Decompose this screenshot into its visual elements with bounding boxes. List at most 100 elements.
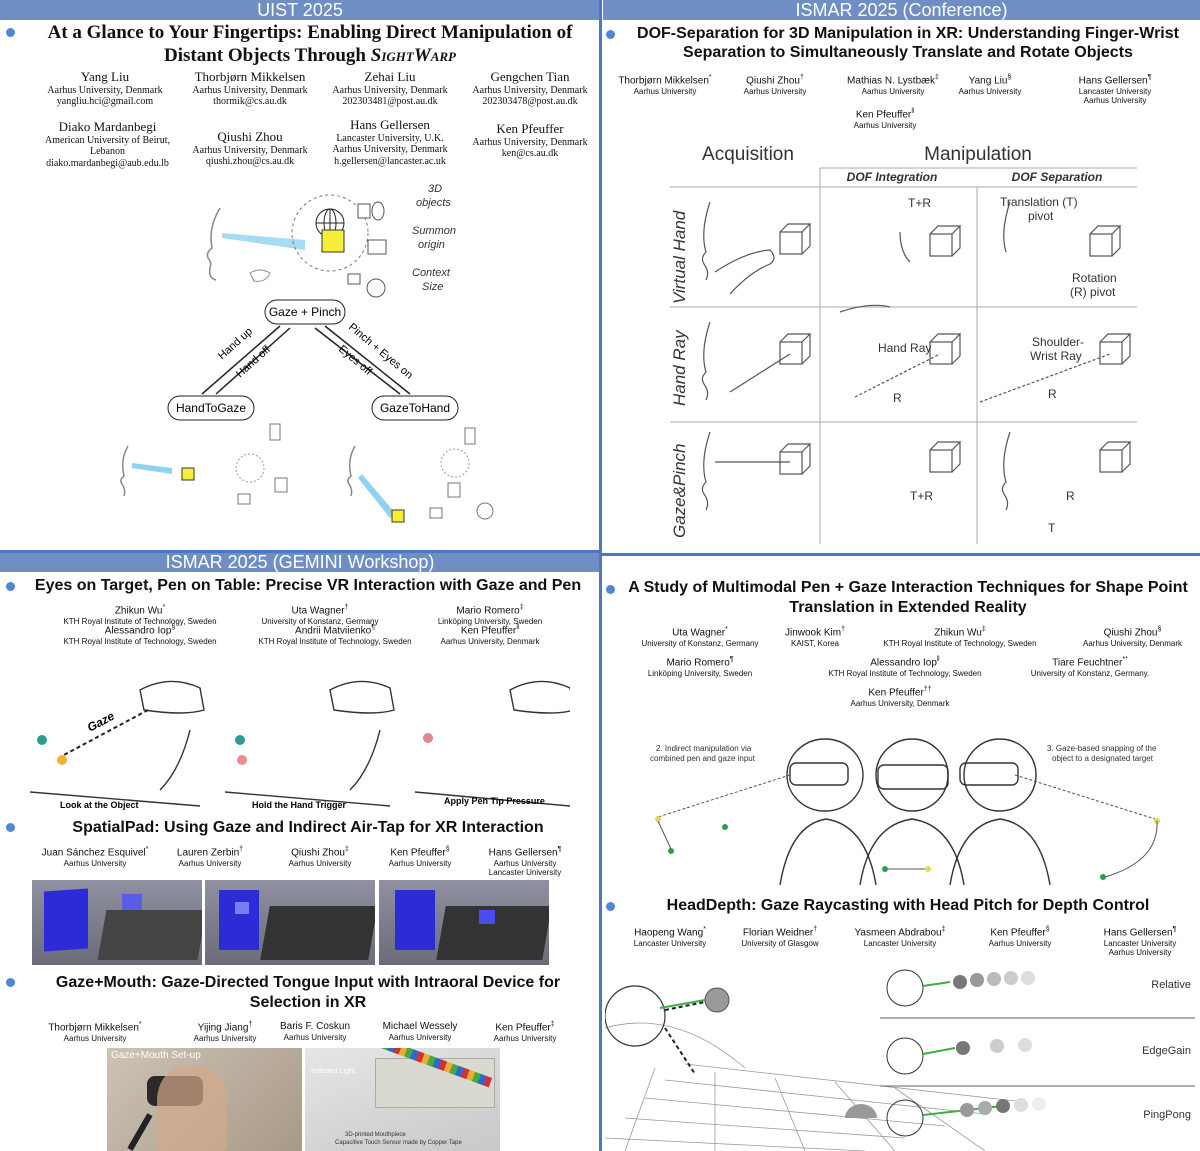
author-name: Uta Wagner† [291,604,349,617]
label-tr: T+R [910,489,933,503]
label-pingpong: PingPong [1143,1109,1191,1121]
label-r-pivot: (R) pivot [1070,285,1116,299]
author-block: Thorbjørn Mikkelsen*Aarhus University [30,1021,160,1043]
author-affiliation: KTH Royal Institute of Technology, Swede… [828,668,982,678]
author-footnote-mark: ¶ [1147,74,1152,81]
banner-ismar-conference: ISMAR 2025 (Conference) [603,0,1200,20]
author-footnote-mark: § [1157,626,1162,633]
author-affiliation: University of Konstanz, Germany [641,638,759,648]
author-block: Qiushi Zhou†Aarhus University [720,74,830,96]
author-affiliation: Aarhus University [1083,96,1147,106]
author-name: Mathias N. Lystbæk‡ [847,74,939,87]
author-affiliation: KTH Royal Institute of Technology, Swede… [883,638,1037,648]
author-name: Michael Wessely [382,1021,458,1032]
paper-title-dof: DOF-Separation for 3D Manipulation in XR… [618,24,1198,62]
author-affiliation: Aarhus University, Denmark [332,84,448,96]
photo-label-mouthpiece: 3D-printed Mouthpiece [345,1132,406,1138]
author-footnote-mark: ‡ [981,626,986,633]
author-name: Gengchen Tian [490,69,570,84]
author-block: Yijing Jiang†Aarhus University [175,1021,275,1043]
node-gaze-to-hand: GazeToHand [380,401,450,415]
author-block: Yang Liu§Aarhus University [945,74,1035,96]
spatialpad-photo-2 [205,880,375,965]
author-name: Yang Liu§ [968,74,1012,87]
author-name: Lauren Zerbin† [176,846,244,859]
label-r: R [893,391,902,405]
bullet-icon [606,585,615,594]
author-footnote-mark: ‖ [911,108,915,115]
author-email: diako.mardanbegi@aub.edu.lb [46,157,169,169]
bullet-icon [606,30,615,39]
author-block: Ken Pfeuffer§Aarhus University [370,846,470,868]
author-affiliation: Linköping University, Sweden [647,668,753,678]
bullet-icon [6,28,15,37]
title-system-name: SightWarp [370,45,456,66]
author-affiliation: Aarhus University [493,858,557,868]
row-hand-ray: Hand Ray [670,329,689,406]
author-email: 202303478@post.au.dk [482,96,578,108]
col-acquisition: Acquisition [702,144,794,165]
author-block: Qiushi Zhou‡Aarhus University [270,846,370,868]
label-summon: Summon [412,225,456,237]
label-objects: objects [416,197,451,209]
author-name: Zhikun Wu‡ [934,626,986,639]
author-name: Ken Pfeuffer§ [390,846,450,859]
author-footnote-mark: * [708,74,712,81]
author-footnote-mark: § [1045,926,1050,933]
author-block: Jinwook Kim†KAIST, Korea [765,626,865,648]
author-email: ken@cs.au.dk [501,148,559,160]
author-block: Haopeng Wang*Lancaster University [610,926,730,948]
author-footnote-mark: * [145,846,149,853]
author-affiliation: Aarhus University, Denmark [472,84,588,96]
author-affiliation: Aarhus University [633,86,697,96]
author-name: Thorbjørn Mikkelsen* [48,1021,142,1034]
author-footnote-mark: † [239,846,244,853]
author-name: Ken Pfeuffer§ [990,926,1050,939]
author-footnote-mark: † [248,1021,253,1028]
author-name: Alessandro Iop§ [104,624,176,637]
caption-hold-trigger: Hold the Hand Trigger [252,800,347,810]
author-name: Qiushi Zhou‡ [291,846,349,859]
author-affiliation: Aarhus University [178,858,242,868]
author-affiliation: Aarhus University [853,120,917,130]
spatialpad-photo-3 [379,880,549,965]
figure-headdepth: Relative EdgeGain PingPong [605,969,1195,1151]
label-wrist-ray: Wrist Ray [1030,349,1082,363]
note-indirect-1: 2. Indirect manipulation via [656,744,752,753]
author-block: Zhikun Wu*KTH Royal Institute of Technol… [40,604,240,626]
figure-pen-gaze: 2. Indirect manipulation via combined pe… [650,738,1160,885]
label-r: R [1048,387,1057,401]
caption-look-at-object: Look at the Object [60,800,139,810]
author-affiliation: Aarhus University [388,1032,452,1042]
author-block: Lauren Zerbin†Aarhus University [160,846,260,868]
author-affiliation: Aarhus University [388,858,452,868]
author-block: Mario Romero‡Linköping University, Swede… [420,604,560,626]
author-name: Andrii Matviienko¶ [295,624,375,637]
author-block: Tiare Feuchtner**University of Konstanz,… [1015,656,1165,678]
author-footnote-mark: § [171,624,176,631]
author-name: Thorbjørn Mikkelsen* [618,74,712,87]
author-affiliation: Aarhus University, Denmark [192,144,308,156]
author-name: Hans Gellersen¶ [1078,74,1152,87]
author-block: Thorbjørn Mikkelsen*Aarhus University [605,74,725,96]
author-affiliation: Aarhus University [743,86,807,96]
author-block: Ken Pfeuffer‖Aarhus University, Denmark [420,624,560,646]
author-name: Haopeng Wang* [634,926,706,939]
author-block: Mathias N. Lystbæk‡Aarhus University [828,74,958,96]
author-affiliation: Aarhus University [958,86,1022,96]
author-block: Florian Weidner†University of Glasgow [720,926,840,948]
gaze-mouth-photo-setup: Gaze+Mouth Set-up [107,1048,302,1151]
author-block: Andrii Matviienko¶KTH Royal Institute of… [245,624,425,646]
label-relative: Relative [1151,979,1191,991]
photo-label-sensor: Capacitive Touch Sensor made by Copper T… [335,1140,462,1146]
author-footnote-mark: † [344,604,349,611]
author-affiliation: American University of Beirut, [45,134,170,146]
author-name: Ken Pfeuffer‡ [495,1021,555,1034]
